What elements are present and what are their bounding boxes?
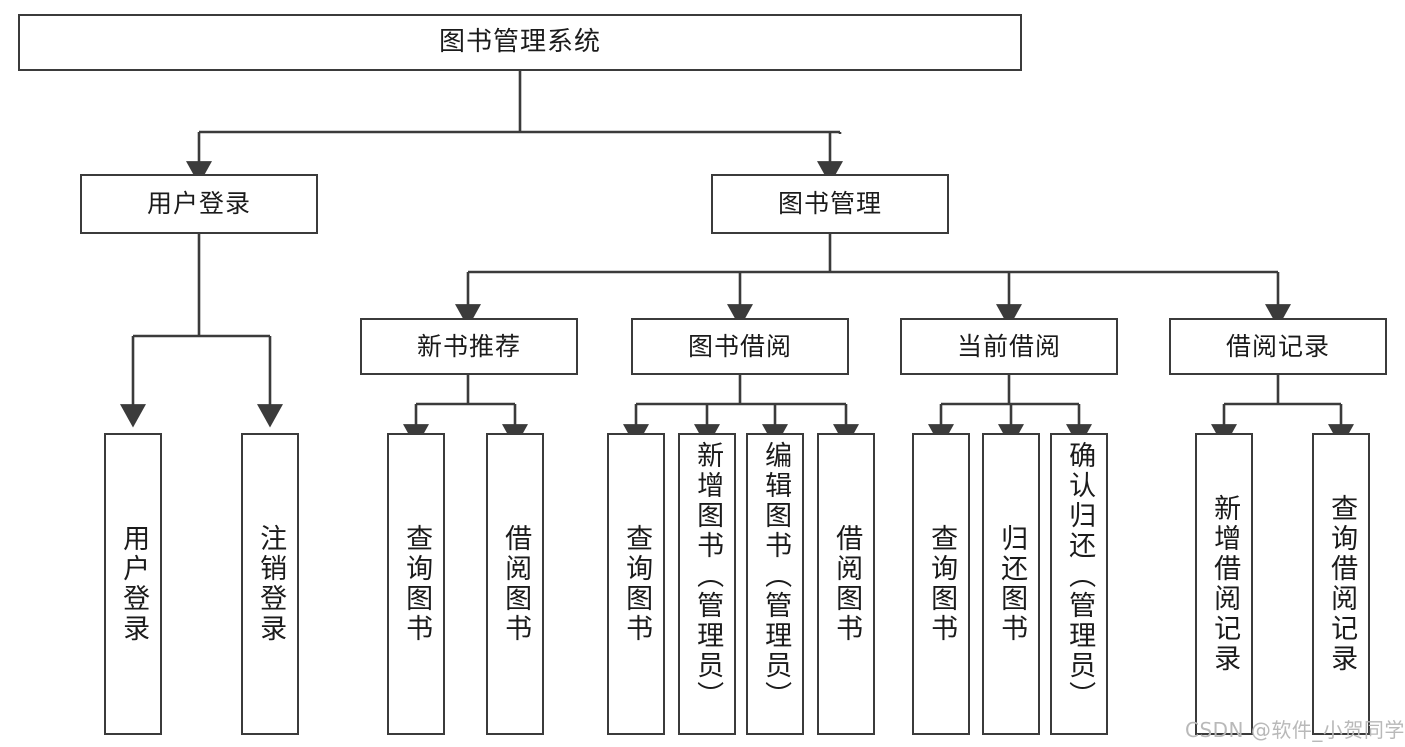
leaf-user-login-login[interactable]: 用户登录 bbox=[104, 433, 162, 735]
node-label: 新增图书（管理员） bbox=[692, 441, 724, 711]
node-label: 新书推荐 bbox=[416, 331, 521, 361]
node-label: 用户登录 bbox=[118, 524, 150, 644]
node-current-borrow[interactable]: 当前借阅 bbox=[900, 318, 1118, 375]
leaf-recommend-borrow-book[interactable]: 借阅图书 bbox=[486, 433, 544, 735]
node-label: 借阅图书 bbox=[831, 524, 863, 644]
leaf-current-return-book[interactable]: 归还图书 bbox=[982, 433, 1040, 735]
node-label: 借阅图书 bbox=[500, 524, 532, 644]
leaf-user-login-logout[interactable]: 注销登录 bbox=[241, 433, 299, 735]
node-new-book-recommend[interactable]: 新书推荐 bbox=[360, 318, 578, 375]
leaf-record-add-borrow-record[interactable]: 新增借阅记录 bbox=[1195, 433, 1253, 735]
node-root-system[interactable]: 图书管理系统 bbox=[18, 14, 1022, 71]
node-label: 查询图书 bbox=[621, 524, 653, 644]
node-label: 注销登录 bbox=[255, 524, 287, 644]
node-label: 图书管理 bbox=[777, 189, 882, 219]
node-book-management[interactable]: 图书管理 bbox=[711, 174, 949, 234]
node-borrow-record[interactable]: 借阅记录 bbox=[1169, 318, 1387, 375]
node-label: 确认归还（管理员） bbox=[1064, 441, 1096, 711]
node-label: 查询图书 bbox=[926, 524, 958, 644]
leaf-borrow-edit-book-admin[interactable]: 编辑图书（管理员） bbox=[746, 433, 804, 735]
leaf-current-confirm-return-admin[interactable]: 确认归还（管理员） bbox=[1050, 433, 1108, 735]
node-label: 编辑图书（管理员） bbox=[760, 441, 792, 711]
node-book-borrow[interactable]: 图书借阅 bbox=[631, 318, 849, 375]
leaf-record-query-borrow-record[interactable]: 查询借阅记录 bbox=[1312, 433, 1370, 735]
node-label: 新增借阅记录 bbox=[1209, 494, 1241, 674]
leaf-borrow-query-book[interactable]: 查询图书 bbox=[607, 433, 665, 735]
leaf-recommend-query-book[interactable]: 查询图书 bbox=[387, 433, 445, 735]
csdn-watermark: CSDN @软件_小贺同学 bbox=[1185, 718, 1405, 742]
leaf-borrow-add-book-admin[interactable]: 新增图书（管理员） bbox=[678, 433, 736, 735]
node-user-login[interactable]: 用户登录 bbox=[80, 174, 318, 234]
node-label: 图书管理系统 bbox=[438, 27, 601, 58]
leaf-borrow-borrow-book[interactable]: 借阅图书 bbox=[817, 433, 875, 735]
node-label: 图书借阅 bbox=[687, 331, 792, 361]
leaf-current-query-book[interactable]: 查询图书 bbox=[912, 433, 970, 735]
node-label: 查询图书 bbox=[401, 524, 433, 644]
node-label: 用户登录 bbox=[146, 189, 251, 219]
node-label: 查询借阅记录 bbox=[1326, 494, 1358, 674]
node-label: 借阅记录 bbox=[1225, 331, 1330, 361]
node-label: 归还图书 bbox=[996, 524, 1028, 644]
node-label: 当前借阅 bbox=[956, 331, 1061, 361]
